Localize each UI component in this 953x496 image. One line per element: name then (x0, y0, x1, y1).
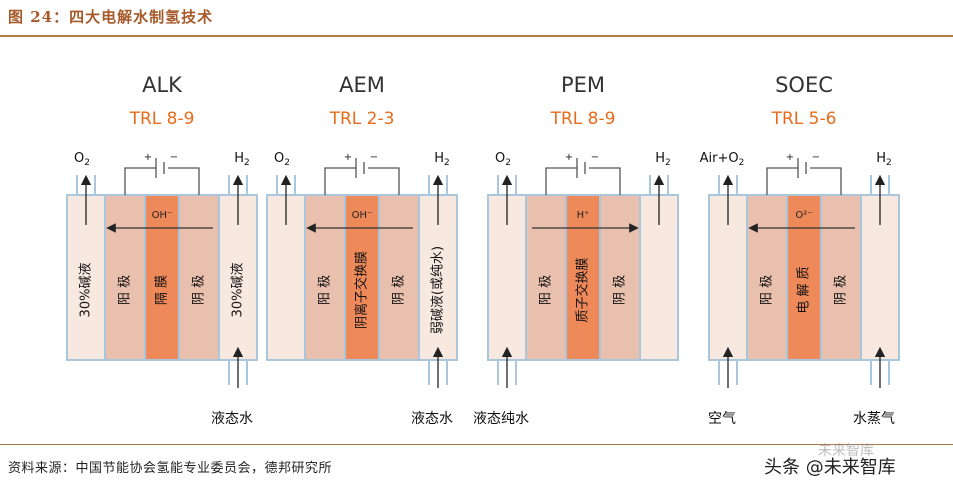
ion-label: O²⁻ (795, 210, 812, 221)
panel-name: ALK (142, 73, 183, 97)
plus-sign: + (344, 152, 352, 163)
panel-name: SOEC (775, 73, 833, 97)
right-outlet-pipe (870, 175, 890, 195)
circuit-wire (766, 167, 842, 195)
plus-sign: + (144, 152, 152, 163)
bottom-right-label: 液态水 (211, 411, 253, 427)
source-rule (0, 444, 953, 445)
cathode-label: 阴 极 (613, 275, 628, 305)
plus-sign: + (565, 152, 573, 163)
left-electrode (525, 194, 567, 361)
cathode-label: 阴 极 (192, 275, 207, 305)
membrane-label: 电 解 质 (797, 266, 812, 313)
left-gas-label: O2 (495, 151, 511, 168)
left-inlet-pipe (718, 360, 738, 385)
left-outlet-pipe (497, 175, 517, 195)
source-note: 资料来源：中国节能协会氢能专业委员会，德邦研究所 (8, 461, 333, 476)
trl-label: TRL 8-9 (550, 109, 616, 129)
panel-name: PEM (561, 73, 605, 97)
left-electrolyte-chamber (487, 194, 527, 361)
anode-label: 阳 极 (318, 275, 333, 305)
bottom-left-label: 液态纯水 (473, 411, 529, 427)
right-outlet-pipe (649, 175, 669, 195)
minus-sign: − (591, 152, 599, 163)
minus-sign: − (370, 152, 378, 163)
plus-sign: + (786, 152, 794, 163)
right-electrode (378, 194, 420, 361)
right-gas-label: H2 (434, 151, 450, 168)
membrane-label: 隔 膜 (155, 275, 170, 305)
right-inlet-pipe (428, 360, 448, 385)
anode-label: 阳 极 (760, 275, 775, 305)
title-rule (0, 35, 953, 37)
bottom-right-label: 水蒸气 (853, 411, 895, 427)
left-electrolyte-label: 30%碱液 (79, 263, 94, 318)
membrane (565, 194, 601, 361)
left-electrode (304, 194, 346, 361)
cathode-label: 阴 极 (392, 275, 407, 305)
trl-label: TRL 2-3 (329, 109, 395, 129)
figure-title: 图 24：四大电解水制氢技术 (8, 8, 214, 26)
panel-name: AEM (339, 73, 385, 97)
membrane (786, 194, 822, 361)
anode-label: 阳 极 (539, 275, 554, 305)
anode-label: 阳 极 (118, 275, 133, 305)
circuit-wire (324, 167, 400, 195)
right-outlet-pipe (428, 175, 448, 195)
membrane-label: 阴离子交换膜 (354, 251, 370, 329)
right-outlet-pipe (228, 175, 248, 195)
ion-label: OH⁻ (152, 210, 173, 221)
left-electrode (104, 194, 146, 361)
minus-sign: − (812, 152, 820, 163)
watermark: 头条 @未来智库 (764, 457, 896, 478)
right-electrolyte-label: 弱碱液(或纯水) (431, 246, 446, 334)
minus-sign: − (170, 152, 178, 163)
left-electrode (746, 194, 788, 361)
left-outlet-pipe (76, 175, 96, 195)
left-outlet-pipe (276, 175, 296, 195)
right-gas-label: H2 (234, 151, 250, 168)
circuit-wire (545, 167, 621, 195)
ion-label: OH⁻ (352, 210, 373, 221)
panel-alk: ALK TRL 8-9O2 H2 + − OH⁻ 30%碱液 30%碱液 阳 极 隔 膜 阴 极液态… (66, 73, 258, 427)
left-gas-label: O2 (74, 151, 90, 168)
bottom-right-label: 液态水 (411, 411, 453, 427)
left-inlet-pipe (497, 360, 517, 385)
watermark-faint: 未来智库 (818, 443, 874, 459)
right-gas-label: H2 (655, 151, 671, 168)
panel-aem: AEM TRL 2-3O2 H2 + − OH⁻ 弱碱液(或纯水) 阳 极 阴离子交换膜 阴 极液… (266, 73, 458, 427)
left-gas-label: Air+O2 (700, 151, 745, 168)
trl-label: TRL 8-9 (129, 109, 195, 129)
right-inlet-pipe (228, 360, 248, 385)
trl-label: TRL 5-6 (771, 109, 837, 129)
bottom-left-label: 空气 (708, 411, 736, 427)
left-gas-label: O2 (274, 151, 290, 168)
left-outlet-pipe (718, 175, 738, 195)
right-inlet-pipe (870, 360, 890, 385)
right-electrode (599, 194, 641, 361)
ion-label: H⁺ (577, 210, 590, 221)
membrane (344, 194, 380, 361)
circuit-wire (124, 167, 200, 195)
right-electrolyte-label: 30%碱液 (231, 263, 246, 318)
membrane (144, 194, 180, 361)
membrane-label: 质子交换膜 (575, 257, 591, 322)
right-gas-label: H2 (876, 151, 892, 168)
cathode-label: 阴 极 (834, 275, 849, 305)
